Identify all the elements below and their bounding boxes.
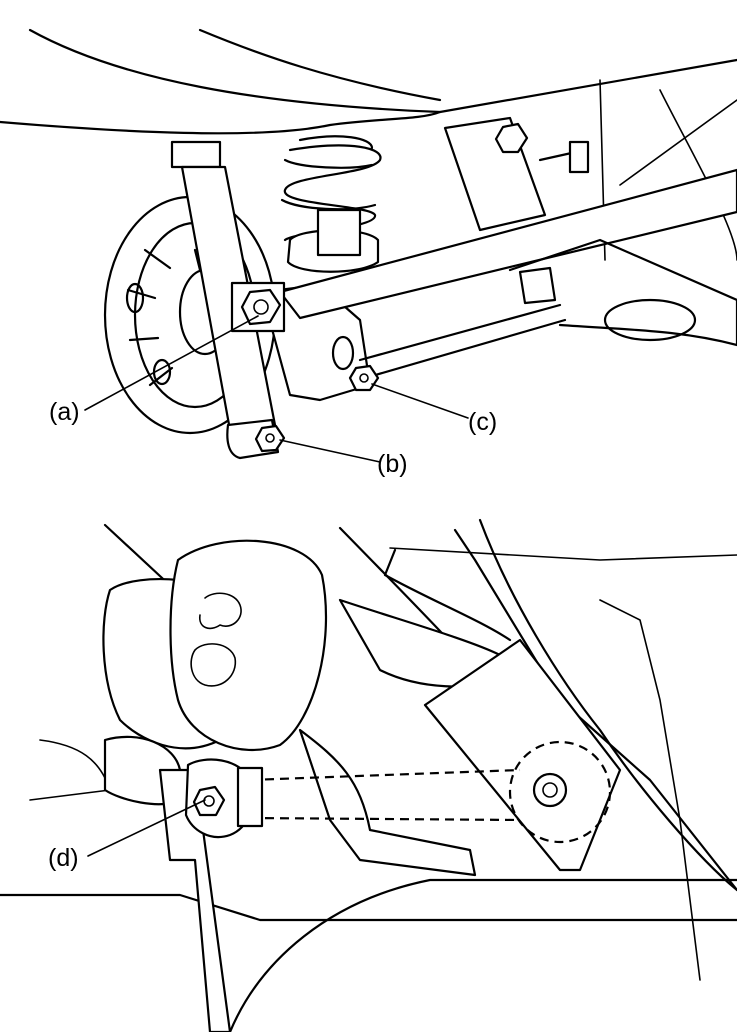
- tire: [102, 539, 328, 752]
- bolt-a-icon: [230, 281, 286, 333]
- bolt-c-icon: [348, 364, 380, 392]
- callout-a-label: (a): [49, 398, 80, 426]
- lateral-rod-upper: [278, 168, 737, 320]
- callout-b-label: (b): [377, 450, 408, 478]
- shock-absorber: [170, 140, 280, 460]
- callout-c-label: (c): [468, 408, 497, 436]
- bolt-d-icon: [184, 758, 264, 839]
- hidden-link: [249, 740, 612, 844]
- bolt-b-icon: [254, 424, 286, 453]
- bolt-upper-icon: [494, 122, 529, 154]
- lateral-rod-lower: [358, 303, 567, 380]
- coil-spring: [280, 135, 382, 273]
- upper-illustration: [0, 28, 737, 463]
- callout-d-label: (d): [48, 844, 79, 872]
- lower-illustration: [0, 518, 737, 1032]
